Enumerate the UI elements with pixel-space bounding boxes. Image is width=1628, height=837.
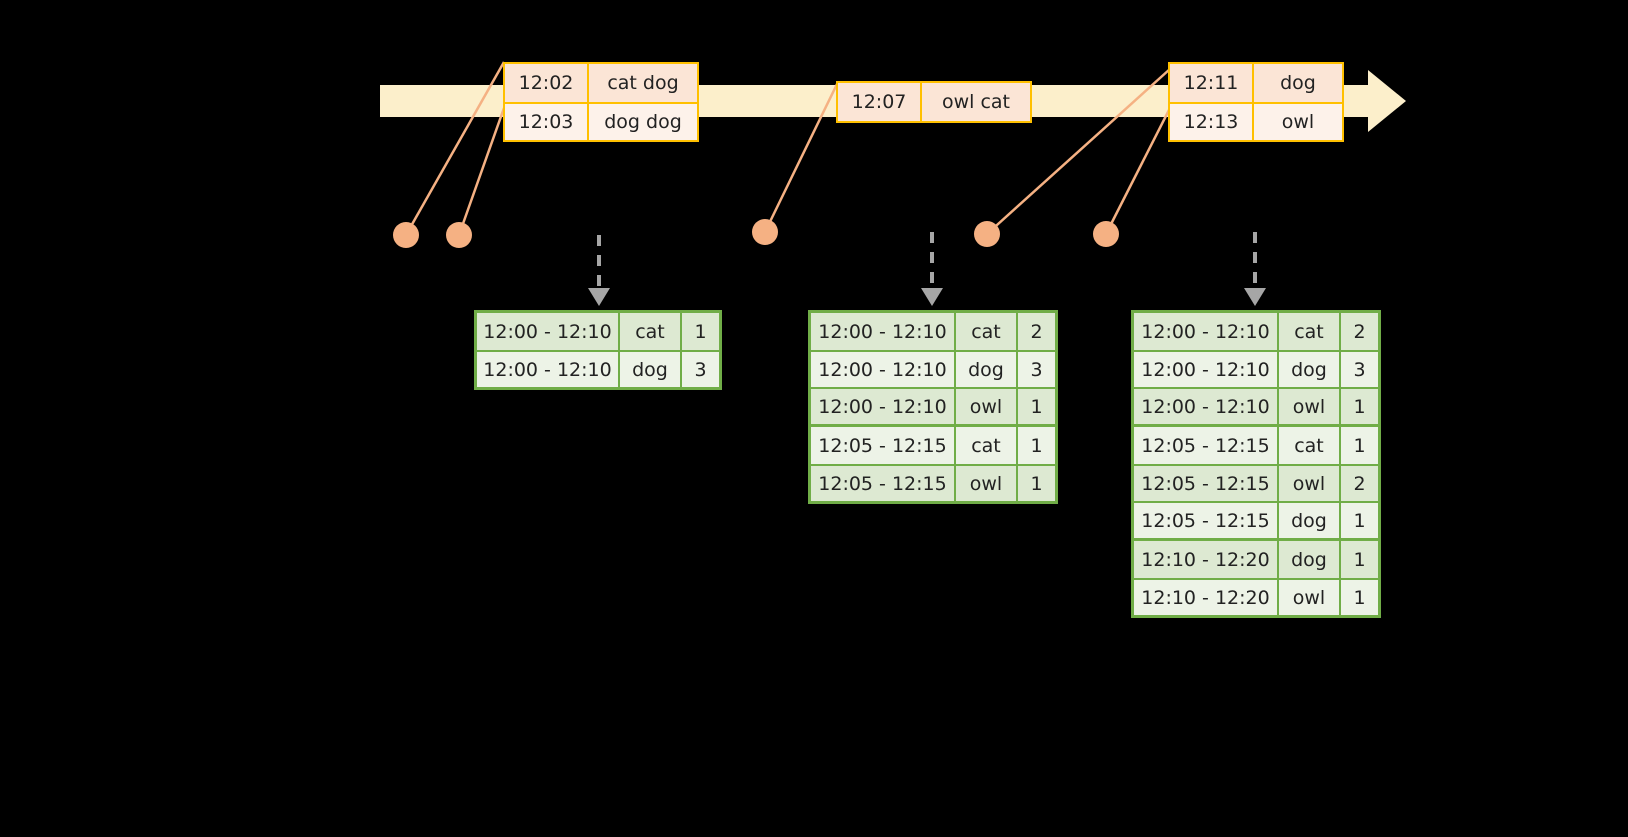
cell-window: 12:00 - 12:10 (811, 389, 956, 424)
event-time: 12:11 (1170, 64, 1254, 102)
connector-line-5 (1104, 107, 1172, 235)
cell-window: 12:05 - 12:15 (811, 466, 956, 501)
cell-word: owl (1279, 466, 1341, 501)
cell-count: 1 (1030, 434, 1043, 457)
cell-count: 1 (1353, 509, 1366, 532)
event-time: 12:07 (838, 83, 922, 121)
cell-window: 12:00 - 12:10 (1134, 389, 1279, 424)
marker-dot-2 (446, 222, 472, 248)
connector-line-2 (457, 107, 506, 236)
cell-word: cat (956, 313, 1018, 350)
timeline-arrowhead-icon (1368, 70, 1406, 132)
flow-arrow-1-head-icon (588, 288, 610, 306)
cell-word: dog (620, 352, 682, 387)
cell-count: 1 (1030, 472, 1043, 495)
cell-window: 12:10 - 12:20 (1134, 580, 1279, 615)
event-time: 12:02 (505, 64, 589, 102)
timeline-event-row: 12:07 owl cat (838, 83, 1030, 121)
flow-arrow-3-head-icon (1244, 288, 1266, 306)
timeline-event-box[interactable]: 12:11 dog 12:13 owl (1168, 62, 1344, 142)
cell-count: 1 (1353, 586, 1366, 609)
cell-window: 12:00 - 12:10 (1134, 352, 1279, 387)
cell-word: owl (1279, 389, 1341, 424)
cell-count: 3 (1353, 358, 1366, 381)
cell-window: 12:00 - 12:10 (811, 313, 956, 350)
event-words: dog (1280, 72, 1316, 94)
event-words: dog dog (604, 111, 682, 133)
marker-dot-5 (1093, 221, 1119, 247)
cell-window: 12:05 - 12:15 (1134, 427, 1279, 464)
timeline-event-row: 12:11 dog (1170, 64, 1342, 102)
marker-dot-3 (752, 219, 778, 245)
timeline-event-row: 12:02 cat dog (505, 64, 697, 102)
cell-word: owl (956, 466, 1018, 501)
cell-count: 1 (1353, 395, 1366, 418)
cell-window: 12:05 - 12:15 (1134, 466, 1279, 501)
cell-window: 12:00 - 12:10 (477, 352, 620, 387)
cell-window: 12:05 - 12:15 (811, 427, 956, 464)
timeline-event-row: 12:03 dog dog (505, 102, 697, 140)
marker-dot-1 (393, 222, 419, 248)
cell-count: 1 (1030, 395, 1043, 418)
flow-arrow-2-head-icon (921, 288, 943, 306)
cell-word: owl (1279, 580, 1341, 615)
timeline-event-box[interactable]: 12:02 cat dog 12:03 dog dog (503, 62, 699, 142)
cell-count: 3 (1030, 358, 1043, 381)
cell-word: dog (956, 352, 1018, 387)
cell-count: 1 (1353, 548, 1366, 571)
event-words: owl (1281, 111, 1315, 133)
timeline-event-box[interactable]: 12:07 owl cat (836, 81, 1032, 123)
cell-word: dog (1279, 352, 1341, 387)
cell-count: 3 (694, 358, 707, 381)
cell-count: 1 (694, 320, 707, 343)
cell-word: cat (1279, 313, 1341, 350)
cell-word: cat (1279, 427, 1341, 464)
event-words: owl cat (941, 91, 1011, 113)
cell-word: dog (1279, 503, 1341, 538)
cell-window: 12:10 - 12:20 (1134, 541, 1279, 578)
cell-word: dog (1279, 541, 1341, 578)
cell-word: owl (956, 389, 1018, 424)
cell-word: cat (956, 427, 1018, 464)
timeline-event-row: 12:13 owl (1170, 102, 1342, 140)
cell-count: 2 (1353, 320, 1366, 343)
cell-window: 12:00 - 12:10 (1134, 313, 1279, 350)
event-time: 12:03 (505, 104, 589, 140)
cell-count: 2 (1030, 320, 1043, 343)
cell-count: 2 (1353, 472, 1366, 495)
cell-count: 1 (1353, 434, 1366, 457)
event-time: 12:13 (1170, 104, 1254, 140)
event-words: cat dog (607, 72, 679, 94)
cell-window: 12:00 - 12:10 (811, 352, 956, 387)
cell-window: 12:05 - 12:15 (1134, 503, 1279, 538)
cell-word: cat (620, 313, 682, 350)
marker-dot-4 (974, 221, 1000, 247)
cell-window: 12:00 - 12:10 (477, 313, 620, 350)
